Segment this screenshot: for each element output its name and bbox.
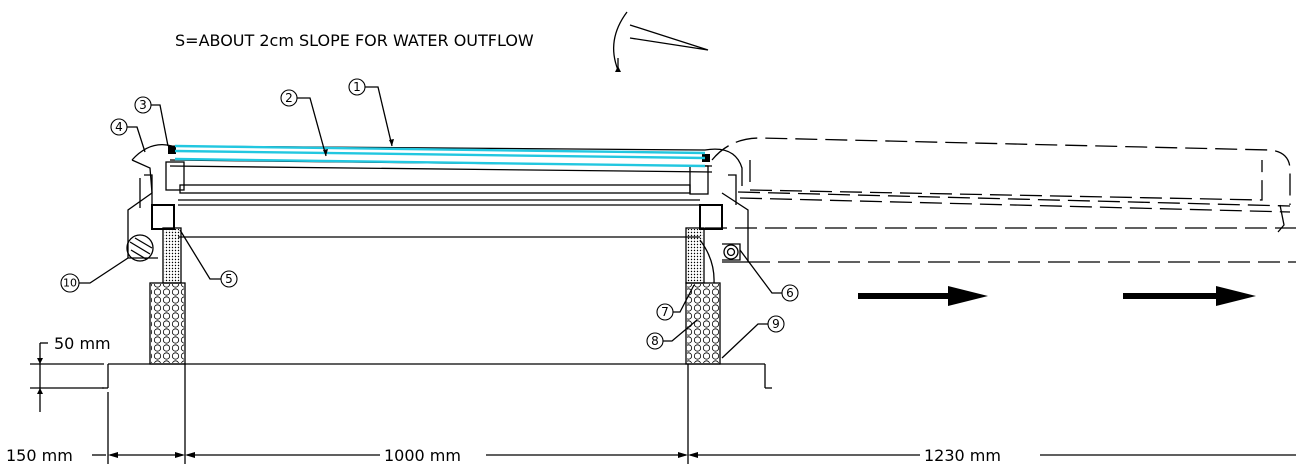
svg-text:2: 2 xyxy=(285,91,293,105)
callout-2: 2 xyxy=(280,89,328,157)
svg-text:4: 4 xyxy=(115,120,123,134)
opening-label: 1000 mm xyxy=(384,446,461,464)
svg-text:6: 6 xyxy=(786,286,794,300)
horizontal-dimensions: 150 mm 1000 mm 1230 mm xyxy=(6,364,1296,464)
left-flashing xyxy=(126,174,158,262)
slope-symbol xyxy=(613,11,709,72)
callout-8: 8 xyxy=(646,319,698,350)
curb-height-label: 50 mm xyxy=(54,334,111,353)
callout-1: 1 xyxy=(348,78,394,147)
callout-3: 3 xyxy=(134,96,169,147)
extension-label: 1230 mm xyxy=(924,446,1001,464)
svg-text:3: 3 xyxy=(139,98,147,112)
inner-frame xyxy=(151,199,723,238)
svg-text:10: 10 xyxy=(63,277,77,290)
svg-text:5: 5 xyxy=(225,272,233,286)
slope-note: S=ABOUT 2cm SLOPE FOR WATER OUTFLOW xyxy=(175,31,534,50)
direction-arrows xyxy=(858,286,1256,306)
callout-5: 5 xyxy=(179,229,238,288)
left-margin-label: 150 mm xyxy=(6,446,73,464)
left-curb-wall xyxy=(149,227,186,365)
svg-text:9: 9 xyxy=(772,317,780,331)
svg-text:8: 8 xyxy=(651,334,659,348)
callout-7: 7 xyxy=(656,284,695,321)
svg-text:1: 1 xyxy=(353,80,361,94)
right-curb-wall xyxy=(685,227,721,365)
curb-height-dimension: 50 mm xyxy=(30,334,111,412)
glass-panes xyxy=(174,144,706,168)
callout-6: 6 xyxy=(739,249,799,302)
base-slab xyxy=(102,363,772,389)
open-sash-outline xyxy=(705,137,1296,263)
svg-text:7: 7 xyxy=(661,305,669,319)
callout-4: 4 xyxy=(110,118,146,153)
callout-9: 9 xyxy=(721,315,785,359)
right-flashing xyxy=(721,174,749,263)
callout-10: 10 xyxy=(60,257,129,293)
